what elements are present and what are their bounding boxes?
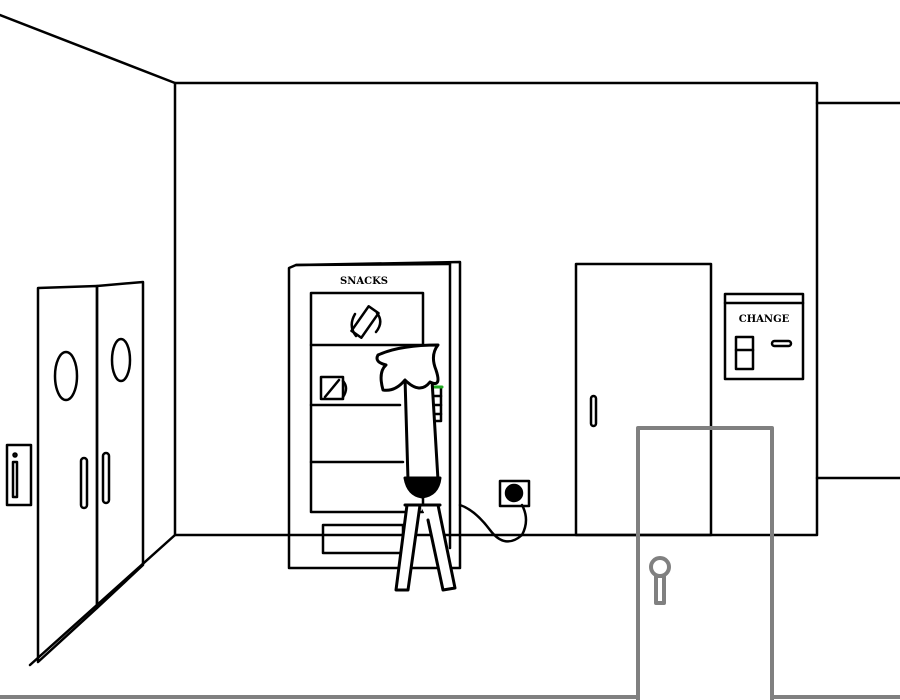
- power-outlet[interactable]: [458, 479, 531, 543]
- snack-item-candy-bar[interactable]: [350, 305, 382, 339]
- wall-sign-panel: [5, 443, 33, 507]
- change-machine[interactable]: [723, 292, 805, 381]
- player-character-giraffe[interactable]: [375, 343, 457, 592]
- double-doors[interactable]: [36, 280, 145, 664]
- vending-machine-label: SNACKS: [340, 276, 388, 287]
- foreground-door[interactable]: [0, 426, 900, 700]
- back-door[interactable]: [574, 262, 713, 537]
- change-machine-label: CHANGE: [739, 314, 790, 325]
- snack-item-box[interactable]: [319, 375, 348, 401]
